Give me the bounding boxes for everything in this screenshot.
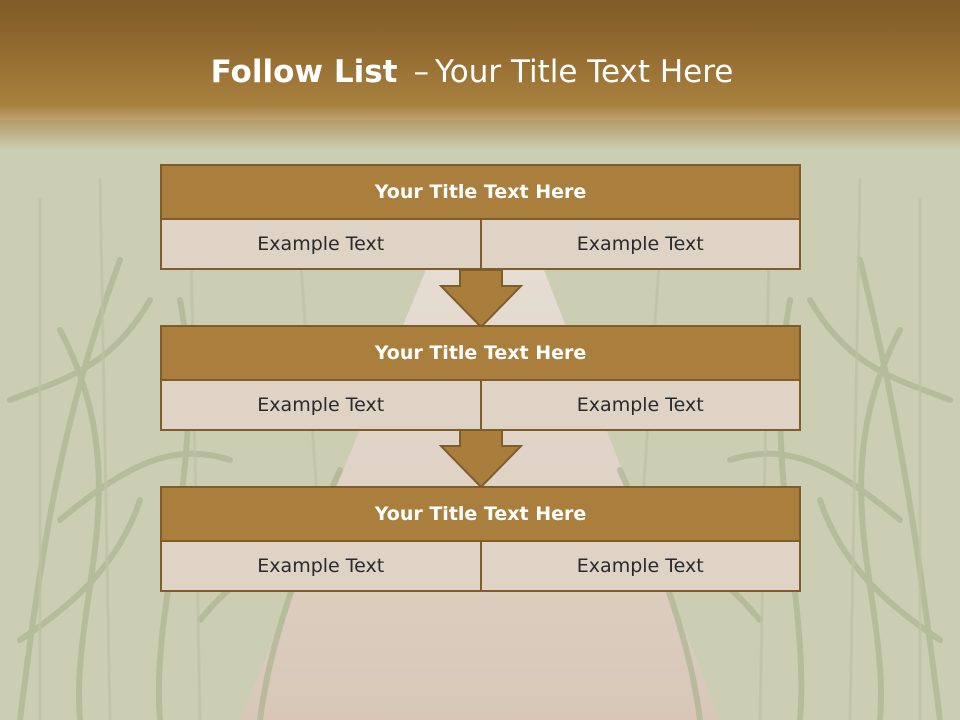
step-title: Your Title Text Here [160, 164, 801, 220]
step-block-2: Your Title Text Here Example Text Exampl… [160, 325, 801, 431]
header-band [0, 0, 960, 150]
step-block-3: Your Title Text Here Example Text Exampl… [160, 486, 801, 592]
slide-title: Follow List–Your Title Text Here [0, 54, 944, 90]
title-strong: Follow List [210, 54, 398, 90]
down-arrow-icon [438, 429, 524, 489]
step-cell-right: Example Text [481, 381, 801, 431]
title-dash: – [413, 54, 429, 90]
step-block-1: Your Title Text Here Example Text Exampl… [160, 164, 801, 270]
step-cell-right: Example Text [481, 542, 801, 592]
step-row: Example Text Example Text [160, 381, 801, 431]
step-title: Your Title Text Here [160, 325, 801, 381]
step-row: Example Text Example Text [160, 542, 801, 592]
title-rest: Your Title Text Here [434, 54, 734, 90]
step-title: Your Title Text Here [160, 486, 801, 542]
step-cell-left: Example Text [160, 381, 482, 431]
step-cell-left: Example Text [160, 220, 482, 270]
step-cell-left: Example Text [160, 542, 482, 592]
down-arrow-icon [438, 269, 524, 329]
step-row: Example Text Example Text [160, 220, 801, 270]
step-cell-right: Example Text [481, 220, 801, 270]
